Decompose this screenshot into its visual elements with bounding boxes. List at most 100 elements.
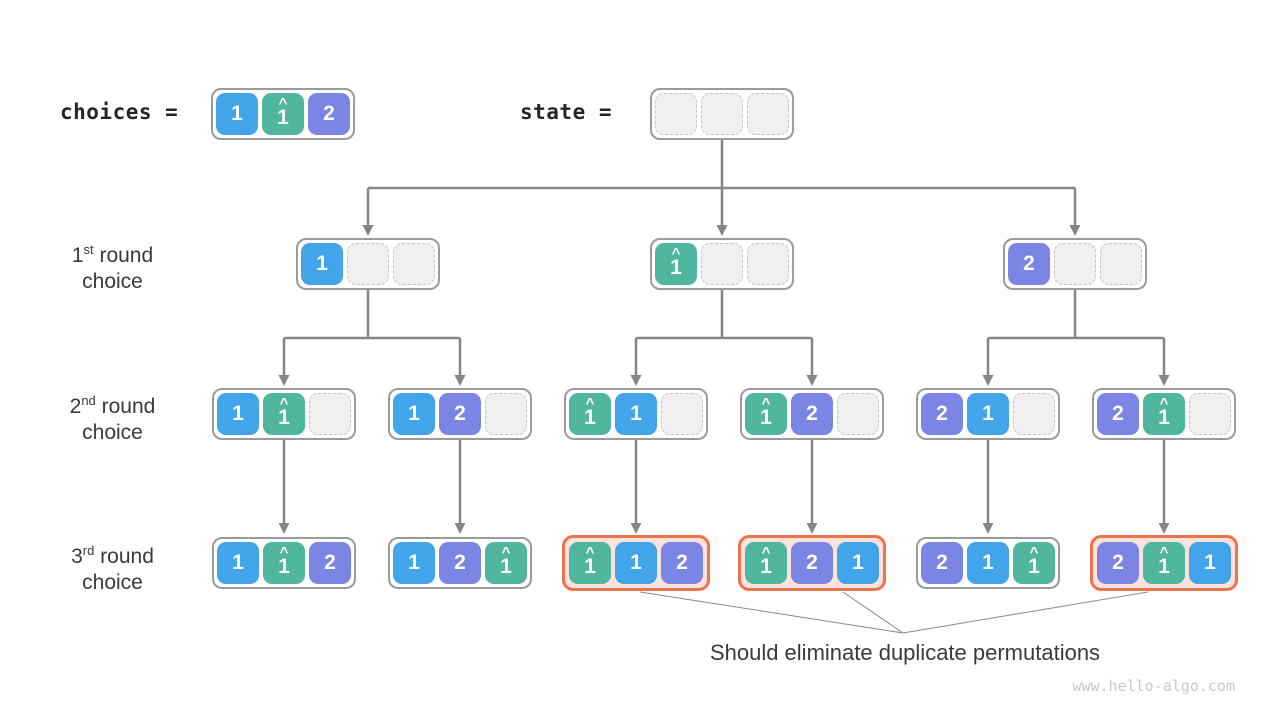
cell-value: 1 — [852, 551, 864, 574]
hat-mark: ^ — [1159, 395, 1169, 412]
element-cell-2: 2 — [921, 542, 963, 584]
arrow-down-icon — [630, 375, 642, 386]
level3-connector — [278, 440, 1170, 534]
cell-value: 2 — [1112, 402, 1124, 425]
cell-value: 1 — [231, 102, 243, 125]
empty-slot — [747, 243, 789, 285]
cell-value: 1 — [1158, 406, 1170, 429]
cell-value: 1 — [584, 555, 596, 578]
hat-mark: ^ — [1029, 544, 1039, 561]
element-cell-1h: ^1 — [262, 93, 304, 135]
cell-value: 1 — [630, 551, 642, 574]
hat-mark: ^ — [278, 95, 288, 112]
arrow-down-icon — [716, 225, 728, 236]
element-cell-1: 1 — [967, 393, 1009, 435]
arrow-down-icon — [1158, 375, 1170, 386]
hat-mark: ^ — [761, 395, 771, 412]
arrow-down-icon — [454, 523, 466, 534]
element-cell-1: 1 — [393, 542, 435, 584]
arrow-down-icon — [278, 523, 290, 534]
state-box-round1-3: 2 — [1003, 238, 1147, 290]
duplicate-callout-lines — [639, 591, 1149, 634]
cell-value: 1 — [1204, 551, 1216, 574]
row-label-round-3: 3rd round choice — [71, 543, 154, 594]
state-box-round2-4: ^1 2 — [740, 388, 884, 440]
state-box-round2-1: 1^1 — [212, 388, 356, 440]
element-cell-2: 2 — [309, 542, 351, 584]
element-cell-1: 1 — [217, 542, 259, 584]
element-cell-2: 2 — [1097, 393, 1139, 435]
hat-mark: ^ — [279, 544, 289, 561]
element-cell-1h: ^1 — [1143, 393, 1185, 435]
hat-mark: ^ — [761, 544, 771, 561]
empty-slot — [655, 93, 697, 135]
cell-value: 2 — [324, 551, 336, 574]
element-cell-1h: ^1 — [485, 542, 527, 584]
empty-slot — [1013, 393, 1055, 435]
state-box-round1-1: 1 — [296, 238, 440, 290]
element-cell-2: 2 — [791, 542, 833, 584]
element-cell-1h: ^1 — [569, 393, 611, 435]
element-cell-2: 2 — [661, 542, 703, 584]
cell-value: 1 — [760, 555, 772, 578]
cell-value: 2 — [806, 402, 818, 425]
arrow-down-icon — [362, 225, 374, 236]
watermark: www.hello-algo.com — [1072, 677, 1235, 695]
element-cell-1h: ^1 — [1013, 542, 1055, 584]
row-label-round-1: 1st round choice — [71, 242, 154, 293]
state-box-round3-5: 2 1^1 — [916, 537, 1060, 589]
hat-mark: ^ — [585, 395, 595, 412]
cell-value: 1 — [1028, 555, 1040, 578]
cell-value: 1 — [408, 402, 420, 425]
duplicate-note: Should eliminate duplicate permutations — [709, 640, 1101, 665]
empty-slot — [661, 393, 703, 435]
element-cell-1: 1 — [393, 393, 435, 435]
element-cell-1h: ^1 — [745, 393, 787, 435]
cell-value: 2 — [806, 551, 818, 574]
cell-value: 2 — [936, 402, 948, 425]
state-box — [650, 88, 794, 140]
hat-mark: ^ — [1159, 544, 1169, 561]
element-cell-1: 1 — [217, 393, 259, 435]
empty-slot — [309, 393, 351, 435]
cell-value: 1 — [1158, 555, 1170, 578]
element-cell-1: 1 — [216, 93, 258, 135]
row-label-round-2: 2nd round choice — [69, 393, 156, 444]
cell-value: 1 — [584, 406, 596, 429]
empty-slot — [837, 393, 879, 435]
arrow-down-icon — [982, 523, 994, 534]
state-box-round1-2: ^1 — [650, 238, 794, 290]
cell-value: 1 — [232, 402, 244, 425]
element-cell-1: 1 — [615, 393, 657, 435]
level1-connector — [362, 140, 1081, 236]
cell-value: 2 — [454, 402, 466, 425]
cell-value: 1 — [278, 555, 290, 578]
hat-mark: ^ — [279, 395, 289, 412]
element-cell-1h: ^1 — [263, 542, 305, 584]
empty-slot — [485, 393, 527, 435]
arrow-down-icon — [806, 523, 818, 534]
arrow-down-icon — [982, 375, 994, 386]
empty-slot — [393, 243, 435, 285]
empty-slot — [1054, 243, 1096, 285]
arrow-down-icon — [630, 523, 642, 534]
empty-slot — [701, 243, 743, 285]
arrow-down-icon — [454, 375, 466, 386]
arrow-down-icon — [806, 375, 818, 386]
cell-value: 1 — [500, 555, 512, 578]
empty-slot — [701, 93, 743, 135]
cell-value: 2 — [1023, 252, 1035, 275]
cell-value: 2 — [676, 551, 688, 574]
level2-connector — [278, 290, 1170, 386]
element-cell-2: 2 — [308, 93, 350, 135]
arrow-down-icon — [1069, 225, 1081, 236]
